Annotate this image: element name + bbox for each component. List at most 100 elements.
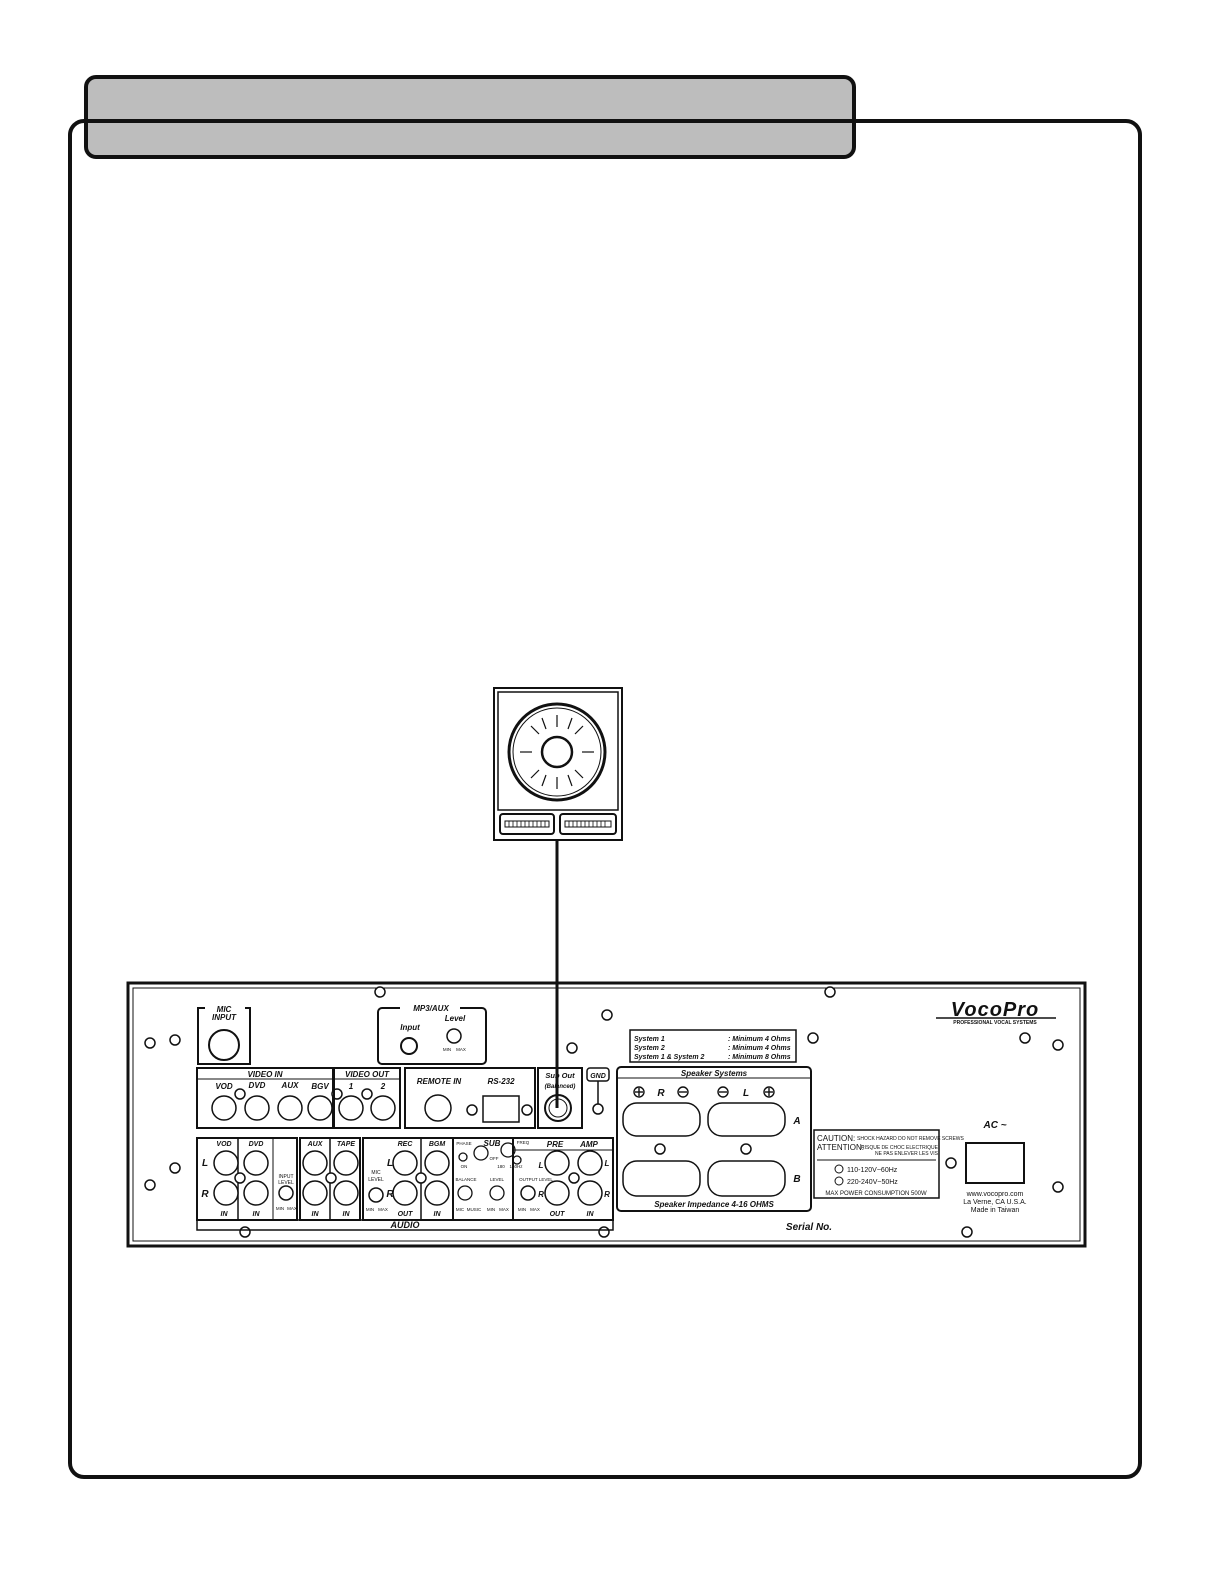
video-in-dvd-jack[interactable]	[244, 1095, 270, 1121]
svg-text:IN: IN	[253, 1211, 261, 1218]
svg-text:AMP: AMP	[579, 1140, 598, 1149]
svg-text:180: 180	[497, 1164, 505, 1169]
svg-text:VOD: VOD	[215, 1082, 233, 1091]
rs232-port[interactable]	[482, 1095, 520, 1123]
svg-text:R: R	[604, 1190, 610, 1199]
svg-text:110-120V~60Hz: 110-120V~60Hz	[847, 1167, 898, 1174]
svg-text:BGV: BGV	[311, 1082, 329, 1091]
svg-text:L: L	[743, 1088, 749, 1099]
audio-aux-r-jack[interactable]	[302, 1180, 328, 1206]
audio-aux-l-jack[interactable]	[302, 1150, 328, 1176]
mp3-level-knob[interactable]	[446, 1028, 462, 1044]
audio-tape-l-jack[interactable]	[333, 1150, 359, 1176]
speaker-a-left-terminal[interactable]	[707, 1102, 786, 1137]
svg-text:MAX: MAX	[287, 1206, 297, 1211]
mic-input-jack[interactable]	[208, 1029, 240, 1061]
svg-text:A: A	[792, 1116, 800, 1127]
audio-dvd-r-jack[interactable]	[243, 1180, 269, 1206]
svg-text:: Minimum 4 Ohms: : Minimum 4 Ohms	[728, 1036, 791, 1043]
rs232-label: RS-232	[487, 1077, 515, 1086]
audio-vod-r-jack[interactable]	[213, 1180, 239, 1206]
svg-text:MIN: MIN	[487, 1207, 495, 1212]
svg-text:OUTPUT LEVEL: OUTPUT LEVEL	[519, 1177, 553, 1182]
mp3-level-label: Level	[445, 1014, 466, 1023]
svg-text:: Minimum 4 Ohms: : Minimum 4 Ohms	[728, 1045, 791, 1052]
svg-text:OUT: OUT	[398, 1211, 414, 1218]
speaker-b-left-terminal[interactable]	[707, 1160, 786, 1197]
svg-text:IN: IN	[434, 1211, 442, 1218]
sub-level-knob[interactable]	[489, 1185, 505, 1201]
svg-text:L: L	[605, 1159, 610, 1168]
gnd-label: GND	[590, 1073, 606, 1080]
screw-holes	[144, 986, 1064, 1238]
pre-out-r-jack[interactable]	[544, 1180, 570, 1206]
sub-on-switch[interactable]	[458, 1152, 468, 1162]
svg-text:IN: IN	[587, 1211, 595, 1218]
svg-text:REC: REC	[398, 1141, 414, 1148]
audio-bgm-r-jack[interactable]	[424, 1180, 450, 1206]
video-out-box	[333, 1067, 401, 1129]
sub-out-title: Sub Out	[545, 1071, 575, 1080]
svg-text:ON: ON	[461, 1164, 468, 1169]
svg-text:CAUTION:: CAUTION:	[817, 1134, 855, 1143]
svg-text:MAX: MAX	[378, 1207, 388, 1212]
mp3-aux-title: MP3/AUX	[413, 1004, 449, 1013]
balance-knob[interactable]	[457, 1185, 473, 1201]
speaker-impedance-label: Speaker Impedance 4-16 OHMS	[654, 1200, 774, 1209]
svg-text:L: L	[202, 1158, 208, 1169]
svg-text:DVD: DVD	[249, 1081, 266, 1090]
svg-text:MIC: MIC	[371, 1170, 381, 1176]
ac-power-inlet[interactable]	[965, 1142, 1025, 1184]
audio-rec-l-jack[interactable]	[392, 1150, 418, 1176]
svg-text:L: L	[387, 1158, 393, 1169]
svg-text:FREQ: FREQ	[517, 1140, 530, 1145]
input-level-knob[interactable]	[278, 1185, 294, 1201]
svg-text:R: R	[201, 1189, 209, 1200]
svg-text:2: 2	[380, 1082, 386, 1091]
svg-text:R: R	[386, 1189, 394, 1200]
video-in-bgv-jack[interactable]	[307, 1095, 333, 1121]
audio-tape-r-jack[interactable]	[333, 1180, 359, 1206]
video-in-vod-jack[interactable]	[211, 1095, 237, 1121]
svg-text:VOD: VOD	[216, 1141, 231, 1148]
sub-out-box	[537, 1067, 583, 1129]
svg-text:L: L	[539, 1161, 544, 1170]
output-level-knob[interactable]	[520, 1185, 536, 1201]
mp3-input-jack[interactable]	[400, 1037, 418, 1055]
amp-in-l-jack[interactable]	[577, 1150, 603, 1176]
svg-text:La Verne, CA U.S.A.: La Verne, CA U.S.A.	[963, 1199, 1026, 1206]
svg-text:MIN: MIN	[518, 1207, 526, 1212]
remote-in-jack[interactable]	[424, 1094, 452, 1122]
svg-text:OFF: OFF	[490, 1156, 499, 1161]
svg-text:R: R	[538, 1190, 544, 1199]
svg-text:PROFESSIONAL VOCAL SYSTEMS: PROFESSIONAL VOCAL SYSTEMS	[953, 1020, 1037, 1026]
mic-level-knob[interactable]	[368, 1187, 384, 1203]
video-out-1-jack[interactable]	[338, 1095, 364, 1121]
amp-in-r-jack[interactable]	[577, 1180, 603, 1206]
video-out-2-jack[interactable]	[370, 1095, 396, 1121]
svg-text:PRE: PRE	[547, 1140, 564, 1149]
speaker-a-right-terminal[interactable]	[622, 1102, 701, 1137]
sub-control-section: SUB PHASE FREQ ON OFF 180 150Hz BALANCE …	[452, 1137, 530, 1221]
svg-text:: Minimum 8 Ohms: : Minimum 8 Ohms	[728, 1054, 791, 1061]
mic-title: MIC	[217, 1005, 232, 1014]
audio-bgm-l-jack[interactable]	[424, 1150, 450, 1176]
svg-text:AUX: AUX	[307, 1141, 324, 1148]
sub-phase-knob[interactable]	[473, 1145, 489, 1161]
audio-vod-l-jack[interactable]	[213, 1150, 239, 1176]
video-in-aux-jack[interactable]	[277, 1095, 303, 1121]
video-in-title: VIDEO IN	[247, 1070, 282, 1079]
gnd-terminal[interactable]	[592, 1103, 604, 1115]
audio-rec-r-jack[interactable]	[392, 1180, 418, 1206]
svg-text:TAPE: TAPE	[337, 1141, 355, 1148]
pre-out-l-jack[interactable]	[544, 1150, 570, 1176]
audio-dvd-l-jack[interactable]	[243, 1150, 269, 1176]
svg-text:220-240V~50Hz: 220-240V~50Hz	[847, 1179, 898, 1186]
svg-text:150Hz: 150Hz	[509, 1164, 523, 1169]
svg-text:R: R	[657, 1088, 665, 1099]
speaker-b-right-terminal[interactable]	[622, 1160, 701, 1197]
svg-text:MIN: MIN	[443, 1047, 451, 1052]
svg-text:LEVEL: LEVEL	[278, 1180, 294, 1186]
svg-text:NE PAS ENLEVER LES VIS.: NE PAS ENLEVER LES VIS.	[875, 1151, 939, 1157]
page-frame	[68, 119, 1142, 1479]
